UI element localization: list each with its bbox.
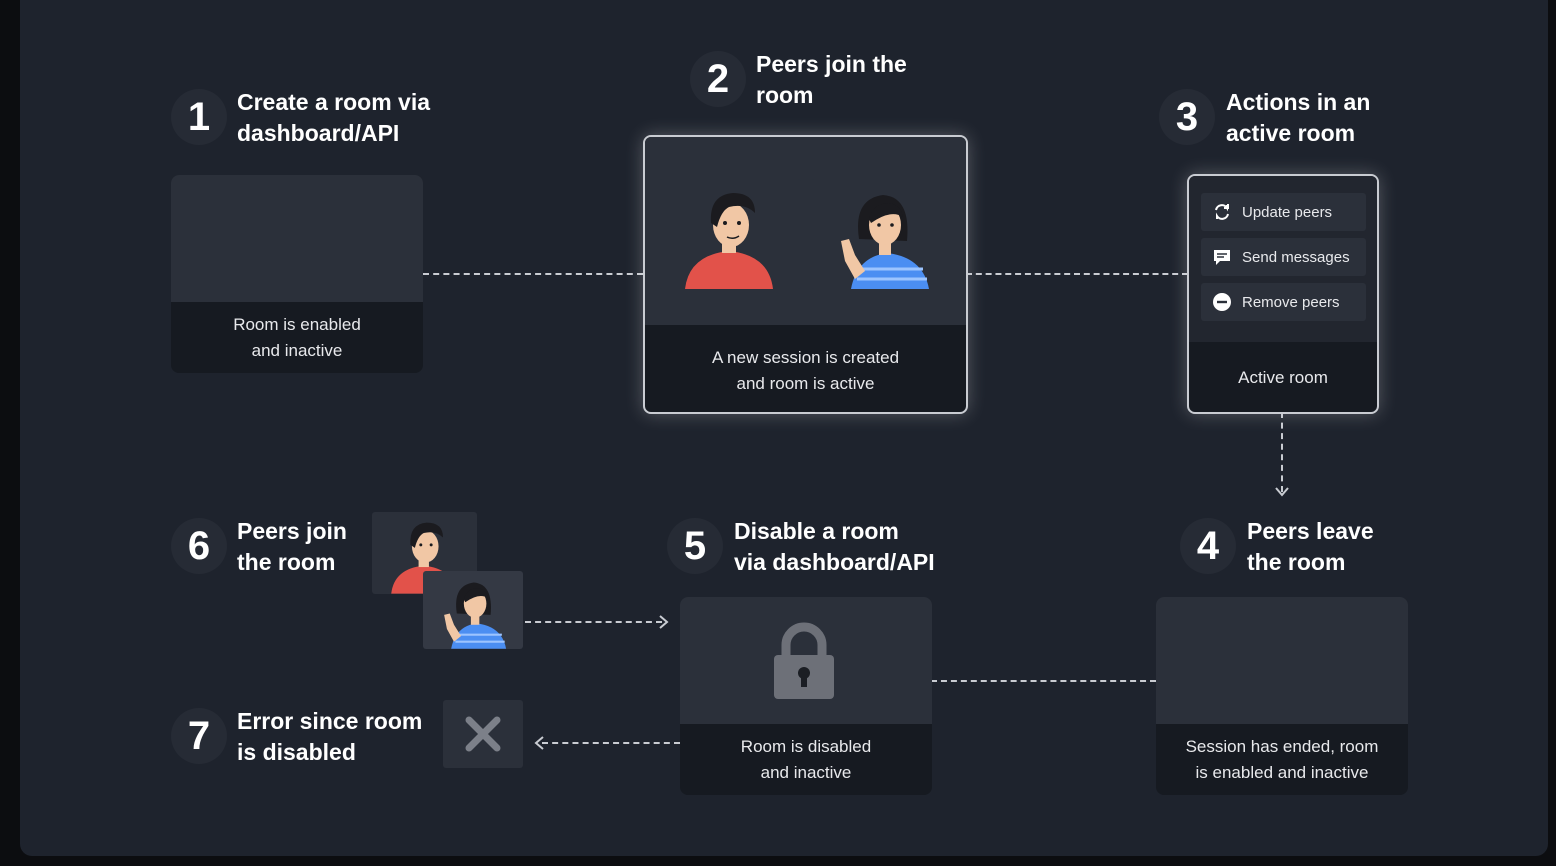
action-update-peers[interactable]: Update peers xyxy=(1201,193,1366,231)
step-3-title: Actions in an active room xyxy=(1226,89,1371,146)
step-1-number: 1 xyxy=(171,89,227,145)
lock-icon xyxy=(774,622,834,699)
step-6-number: 6 xyxy=(171,518,227,574)
step-4-card-label: Session has ended, room is enabled and i… xyxy=(1185,737,1379,782)
peer-tile-male xyxy=(659,179,801,289)
step-5-title: Disable a room via dashboard/API xyxy=(734,518,935,575)
peer-female-avatar-small xyxy=(444,582,507,649)
diagram-canvas: 1 Create a room via dashboard/API Room i… xyxy=(20,0,1548,856)
step-4-title: Peers leave the room xyxy=(1247,518,1374,575)
connector-2-3 xyxy=(966,273,1188,275)
connector-5-7 xyxy=(542,742,680,744)
refresh-icon xyxy=(1211,201,1233,223)
peer-tile-female xyxy=(811,179,953,289)
peer-male-avatar xyxy=(685,193,773,289)
arrow-left-icon xyxy=(534,736,544,750)
minus-circle-icon xyxy=(1211,291,1233,313)
peer-tile-female-small xyxy=(423,571,523,649)
step-5-card-label: Room is disabled and inactive xyxy=(740,737,872,782)
step-1-title: Create a room via dashboard/API xyxy=(237,89,431,146)
step-2-number: 2 xyxy=(690,51,746,107)
action-send-messages-label: Send messages xyxy=(1242,248,1350,266)
step-4-number: 4 xyxy=(1180,518,1236,574)
connector-4-5 xyxy=(931,680,1156,682)
peer-female-avatar xyxy=(841,195,929,289)
error-tile xyxy=(443,700,523,768)
step-1-card: Room is enabled and inactive xyxy=(171,175,423,373)
step-2-title: Peers join the room xyxy=(756,51,907,108)
step-7-number: 7 xyxy=(171,708,227,764)
action-remove-peers-label: Remove peers xyxy=(1242,293,1340,311)
step-3-card-label: Active room xyxy=(1238,368,1328,387)
connector-3-4 xyxy=(1281,412,1283,492)
step-6-title: Peers join the room xyxy=(237,518,347,575)
action-update-peers-label: Update peers xyxy=(1242,203,1333,221)
close-icon xyxy=(465,716,501,752)
arrow-down-icon xyxy=(1275,487,1289,497)
step-5-card: Room is disabled and inactive xyxy=(680,597,932,795)
ended-session-preview xyxy=(1156,597,1408,724)
step-5-number: 5 xyxy=(667,518,723,574)
step-1-card-label: Room is enabled and inactive xyxy=(233,315,361,360)
step-2-card-label: A new session is created and room is act… xyxy=(711,348,900,393)
step-7-title: Error since room is disabled xyxy=(237,708,423,765)
room-preview xyxy=(171,175,423,302)
connector-1-2 xyxy=(423,273,643,275)
action-send-messages[interactable]: Send messages xyxy=(1201,238,1366,276)
step-2-card: A new session is created and room is act… xyxy=(643,135,968,414)
arrow-right-icon xyxy=(659,615,669,629)
step-4-card: Session has ended, room is enabled and i… xyxy=(1156,597,1408,795)
message-icon xyxy=(1211,246,1233,268)
action-remove-peers[interactable]: Remove peers xyxy=(1201,283,1366,321)
step-3-card: Update peers Send messages Remove peers … xyxy=(1187,174,1379,414)
connector-6-5 xyxy=(525,621,662,623)
step-3-number: 3 xyxy=(1159,89,1215,145)
